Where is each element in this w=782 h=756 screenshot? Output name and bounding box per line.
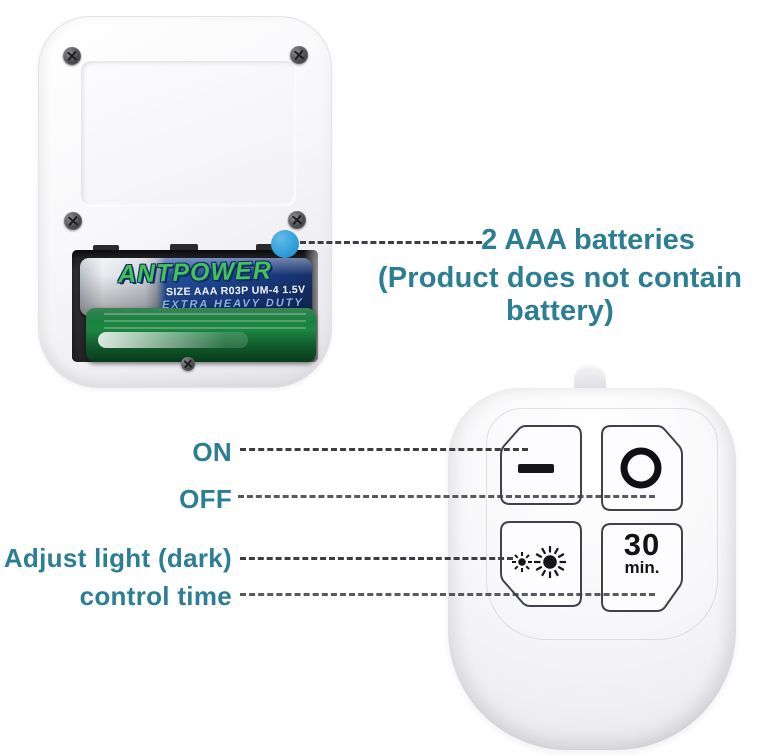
power-on-button — [499, 424, 583, 506]
screw-icon — [290, 46, 308, 64]
callout-line1: 2 AAA batteries — [481, 224, 695, 256]
callout-leader-line — [300, 241, 482, 244]
sun-large-icon — [534, 546, 566, 578]
timer-button — [600, 522, 684, 614]
label-off: OFF — [179, 484, 232, 514]
aaa-battery-green — [86, 308, 316, 362]
sun-small-icon — [512, 552, 532, 572]
battery-callout: 2 AAA batteries (Product does not contai… — [338, 224, 782, 328]
screw-icon — [63, 47, 81, 65]
aaa-battery-blue: ANTPOWER SIZE AAA R03P UM-4 1.5V EXTRA H… — [80, 258, 312, 316]
label-adjust-light: Adjust light (dark) — [3, 543, 232, 573]
remote-led-nub — [574, 364, 606, 392]
adjust-light-button — [499, 520, 583, 608]
battery-cover-panel — [81, 61, 295, 205]
circle-icon — [620, 447, 662, 489]
control-time-leader-line — [240, 593, 655, 596]
on-leader-line — [240, 448, 528, 451]
off-leader-line — [238, 495, 655, 498]
label-control-time: control time — [79, 581, 232, 611]
callout-line2: (Product does not contain battery) — [377, 262, 743, 327]
label-on: ON — [192, 437, 232, 467]
power-off-button — [600, 424, 684, 512]
remote-button-panel — [486, 408, 718, 640]
screw-icon — [181, 357, 195, 371]
screw-icon — [288, 211, 306, 229]
blue-dot — [271, 230, 299, 258]
battery-glare — [98, 332, 248, 348]
minus-icon — [518, 464, 554, 473]
adjust-leader-line — [240, 557, 513, 560]
battery-bay-slot — [170, 244, 198, 254]
battery-warning-print — [104, 313, 306, 333]
screw-icon — [64, 212, 82, 230]
battery-size-text: SIZE AAA R03P UM-4 1.5V — [166, 283, 307, 299]
